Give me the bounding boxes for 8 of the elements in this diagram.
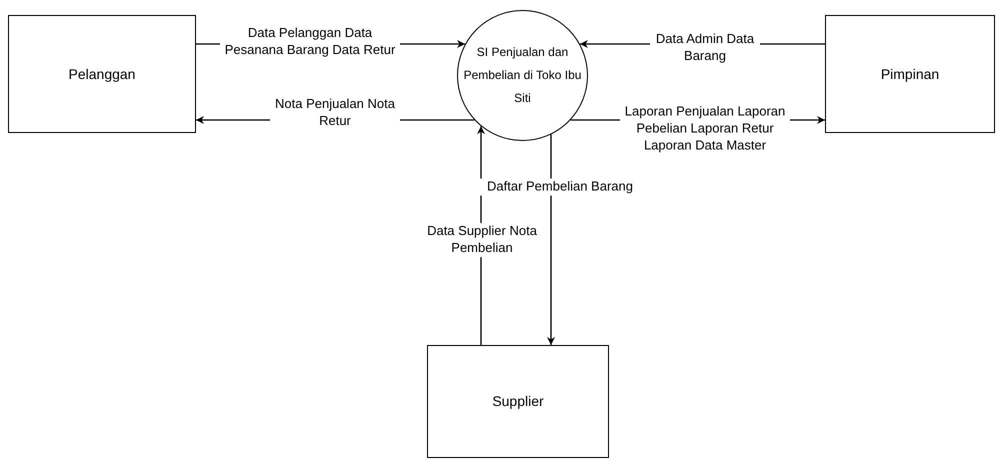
edge-label: Data Admin Data Barang: [650, 31, 760, 65]
entity-box: Pelanggan: [8, 15, 196, 133]
edge-label: Laporan Penjualan Laporan Pebelian Laporan Retur Laporan Data Master: [620, 104, 790, 154]
process-circle: SI Penjualan dan Pembelian di Toko Ibu Siti: [457, 10, 588, 141]
arrow: [547, 134, 555, 345]
edge-label: Data Pelanggan Data Pesanana Barang Data Retur: [220, 25, 400, 59]
entity-box: Pimpinan: [825, 15, 995, 133]
entity-box: Supplier: [427, 345, 609, 458]
